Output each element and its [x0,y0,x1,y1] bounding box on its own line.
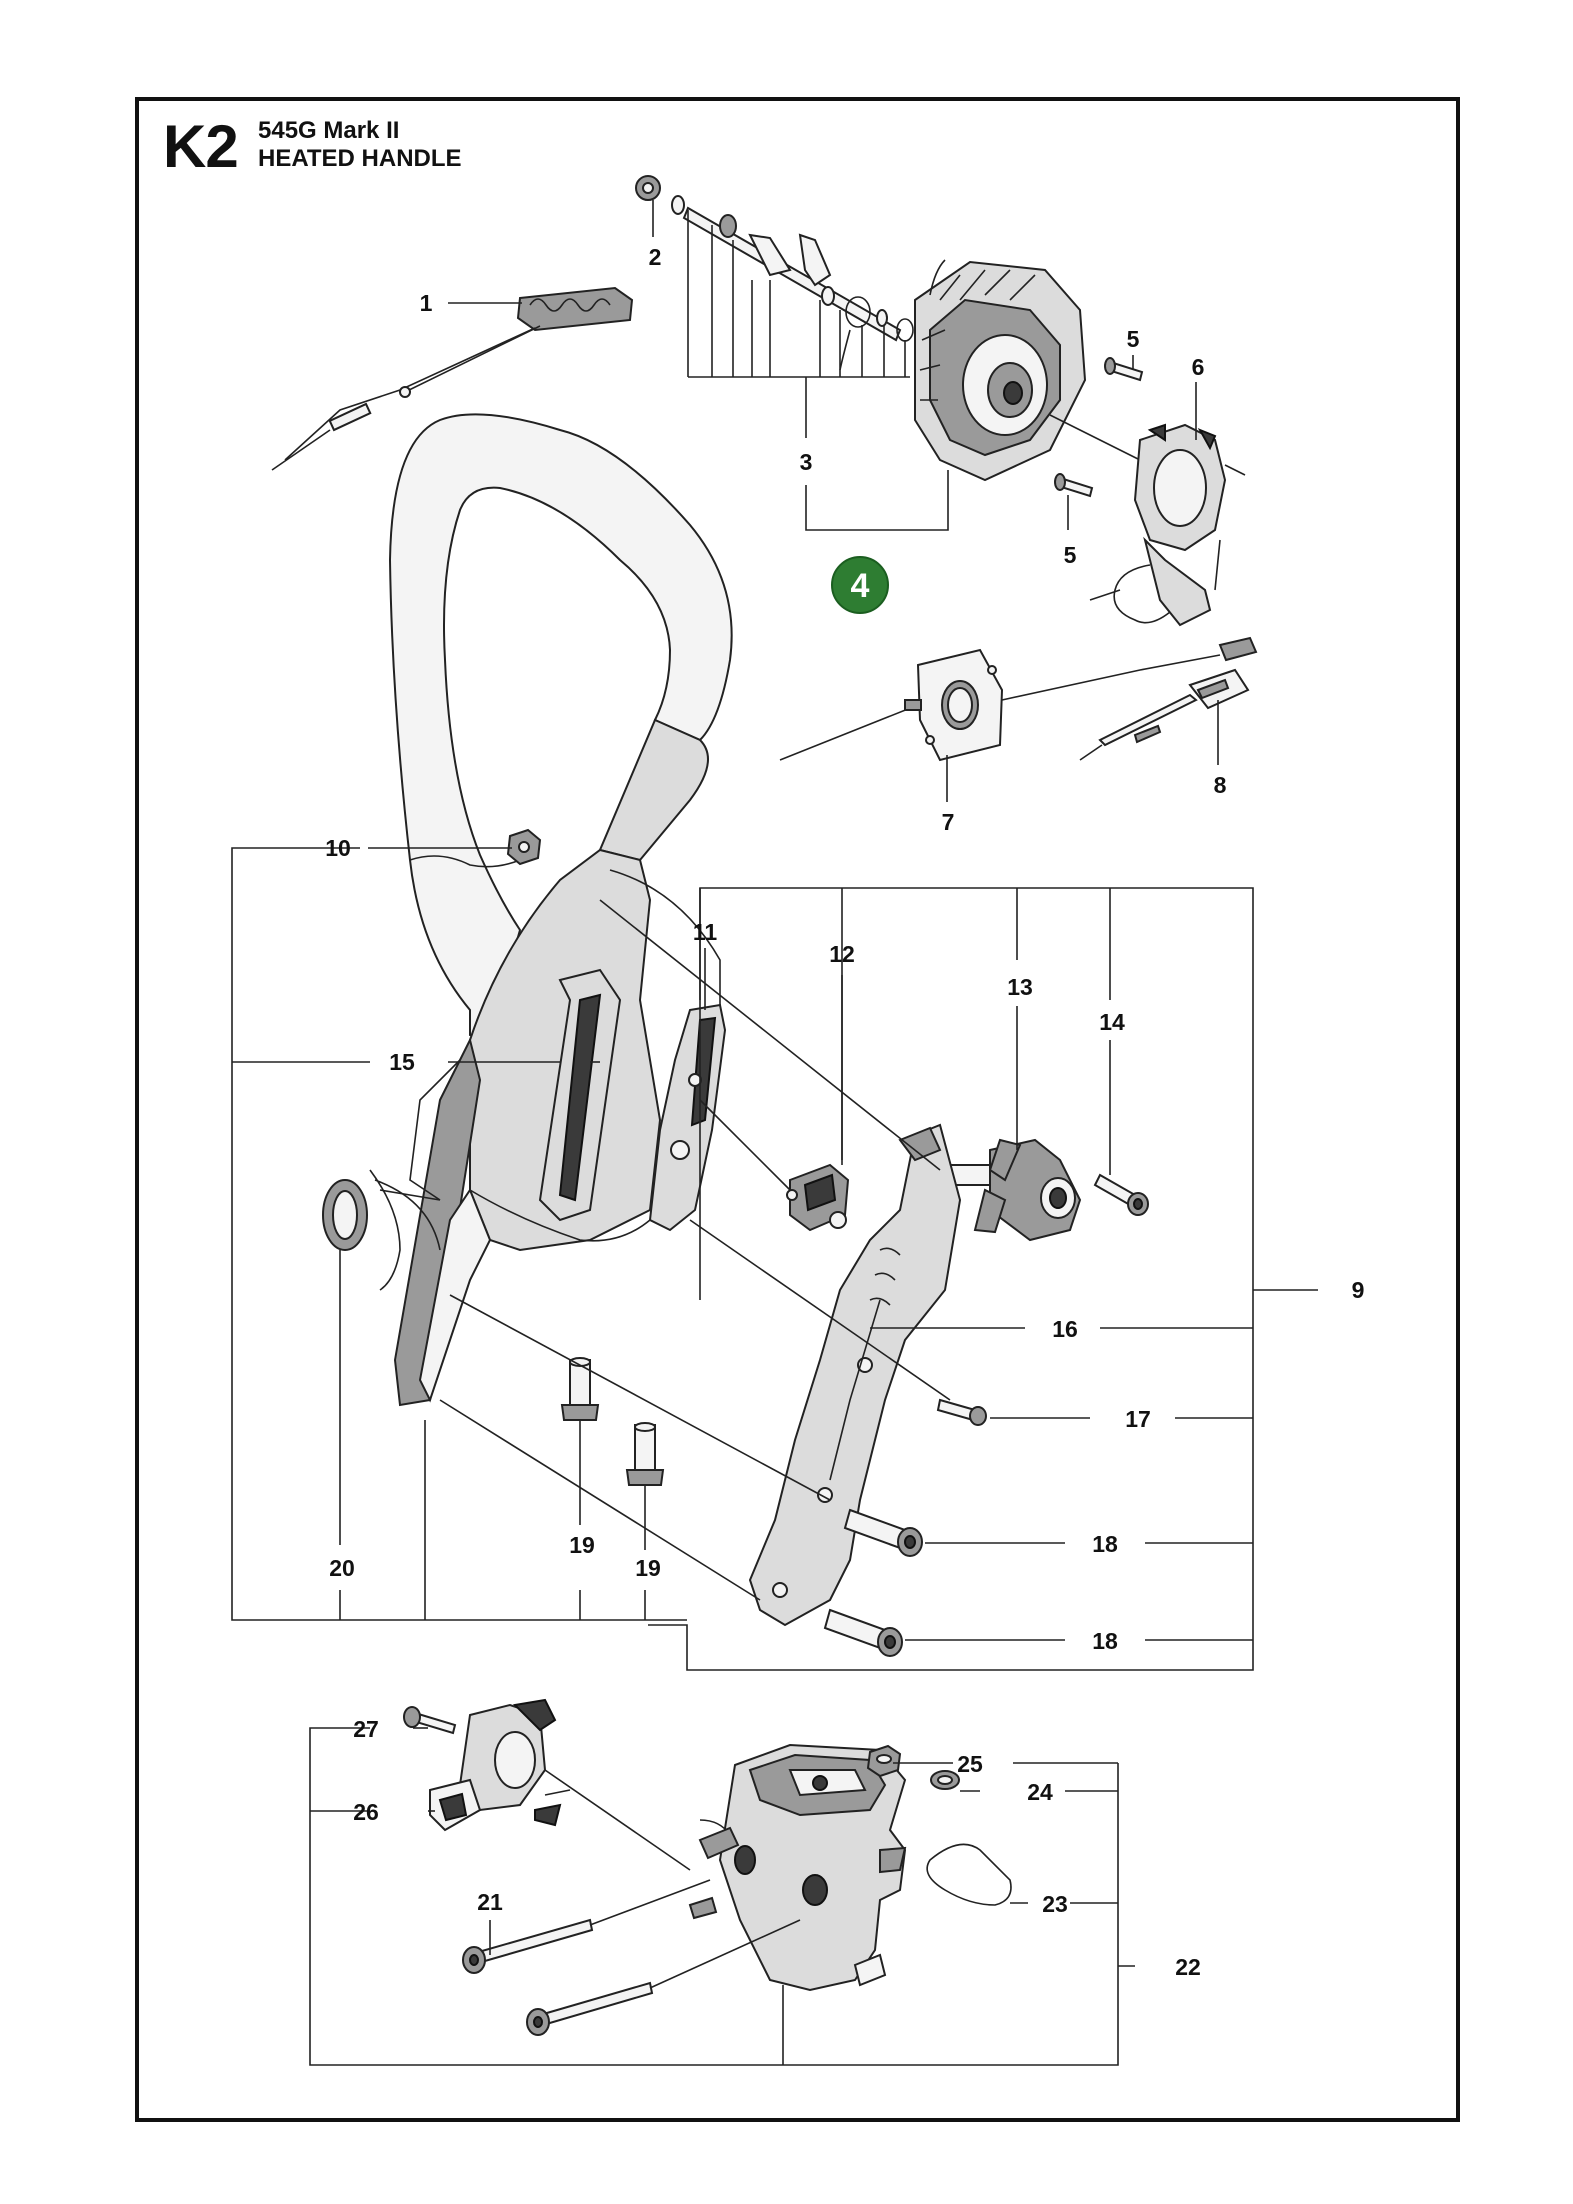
callout-24: 24 [1027,1779,1053,1805]
shaft-assembly-part-3 [635,175,914,371]
screw-part-17 [936,1398,987,1426]
callout-6: 6 [1192,354,1205,380]
long-screw-part-21-upper [462,1918,594,1974]
heater-housing-part-4 [914,259,1141,482]
callout-25: 25 [957,1751,983,1777]
callout-5-lower: 5 [1064,542,1077,568]
stud-part-19-left [560,1357,600,1421]
nut-part-10 [506,828,542,866]
screw-part-14 [1093,1173,1149,1216]
seal-part-23 [926,1843,1012,1906]
callout-8: 8 [1214,772,1227,798]
handle-housing [393,848,662,1407]
pin-detail [688,1826,740,1920]
side-bracket-part-16 [748,1123,962,1627]
callout-19-left: 19 [569,1532,595,1558]
heating-element-part-1 [271,286,634,471]
screw-part-18-lower [823,1608,903,1657]
long-screw-part-21-lower [526,1981,654,2036]
screw-part-5-upper [1104,357,1144,382]
callout-7: 7 [942,809,955,835]
connector-block-part-26 [429,1698,571,1832]
model-name: 545G Mark II [258,117,400,144]
switch-housing-part-22 [699,1743,907,1992]
stud-part-19-right [625,1422,665,1486]
callout-12: 12 [829,941,855,967]
callout-labels: 1 2 3 4 5 5 6 7 8 9 10 11 12 13 14 15 16… [325,244,1364,1980]
callout-27: 27 [353,1716,379,1742]
screw-part-18-upper [843,1508,923,1557]
grommet-part-20 [322,1169,441,1291]
callout-16: 16 [1052,1316,1078,1342]
callout-14: 14 [1099,1009,1125,1035]
handle-bar [388,413,733,1042]
heater-bracket-part-6 [1089,423,1246,627]
callout-5-upper: 5 [1127,326,1140,352]
callout-18-lower: 18 [1092,1628,1118,1654]
plate-part-7 [779,636,1258,762]
callout-9: 9 [1352,1277,1365,1303]
callout-22: 22 [1175,1954,1201,1980]
screw-part-5-lower [1054,473,1094,498]
callout-23: 23 [1042,1891,1068,1917]
callout-10: 10 [325,835,351,861]
switch-part-12 [786,1163,850,1232]
callout-15: 15 [389,1049,415,1075]
callout-3: 3 [800,449,813,475]
callout-20: 20 [329,1555,355,1581]
callout-13: 13 [1007,974,1033,1000]
callout-17: 17 [1125,1406,1151,1432]
washer-part-24 [930,1770,960,1790]
callout-21: 21 [477,1889,503,1915]
callout-18-upper: 18 [1092,1531,1118,1557]
diagram-code: K2 [163,113,239,180]
nut-part-25 [866,1744,902,1778]
callout-4-badge [831,556,889,614]
callout-26: 26 [353,1799,379,1825]
screw-part-27 [403,1706,457,1735]
diagram-title: HEATED HANDLE [258,145,462,172]
callout-11: 11 [693,919,718,945]
callout-19-right: 19 [635,1555,661,1581]
diagram-frame [135,97,1460,2122]
connector-part-8 [1079,668,1250,761]
trigger-mechanism-part-11 [609,869,727,1232]
callout-4: 4 [851,567,870,605]
callout-2: 2 [649,244,662,270]
callout-1: 1 [420,290,433,316]
leader-lines [231,200,1318,2066]
